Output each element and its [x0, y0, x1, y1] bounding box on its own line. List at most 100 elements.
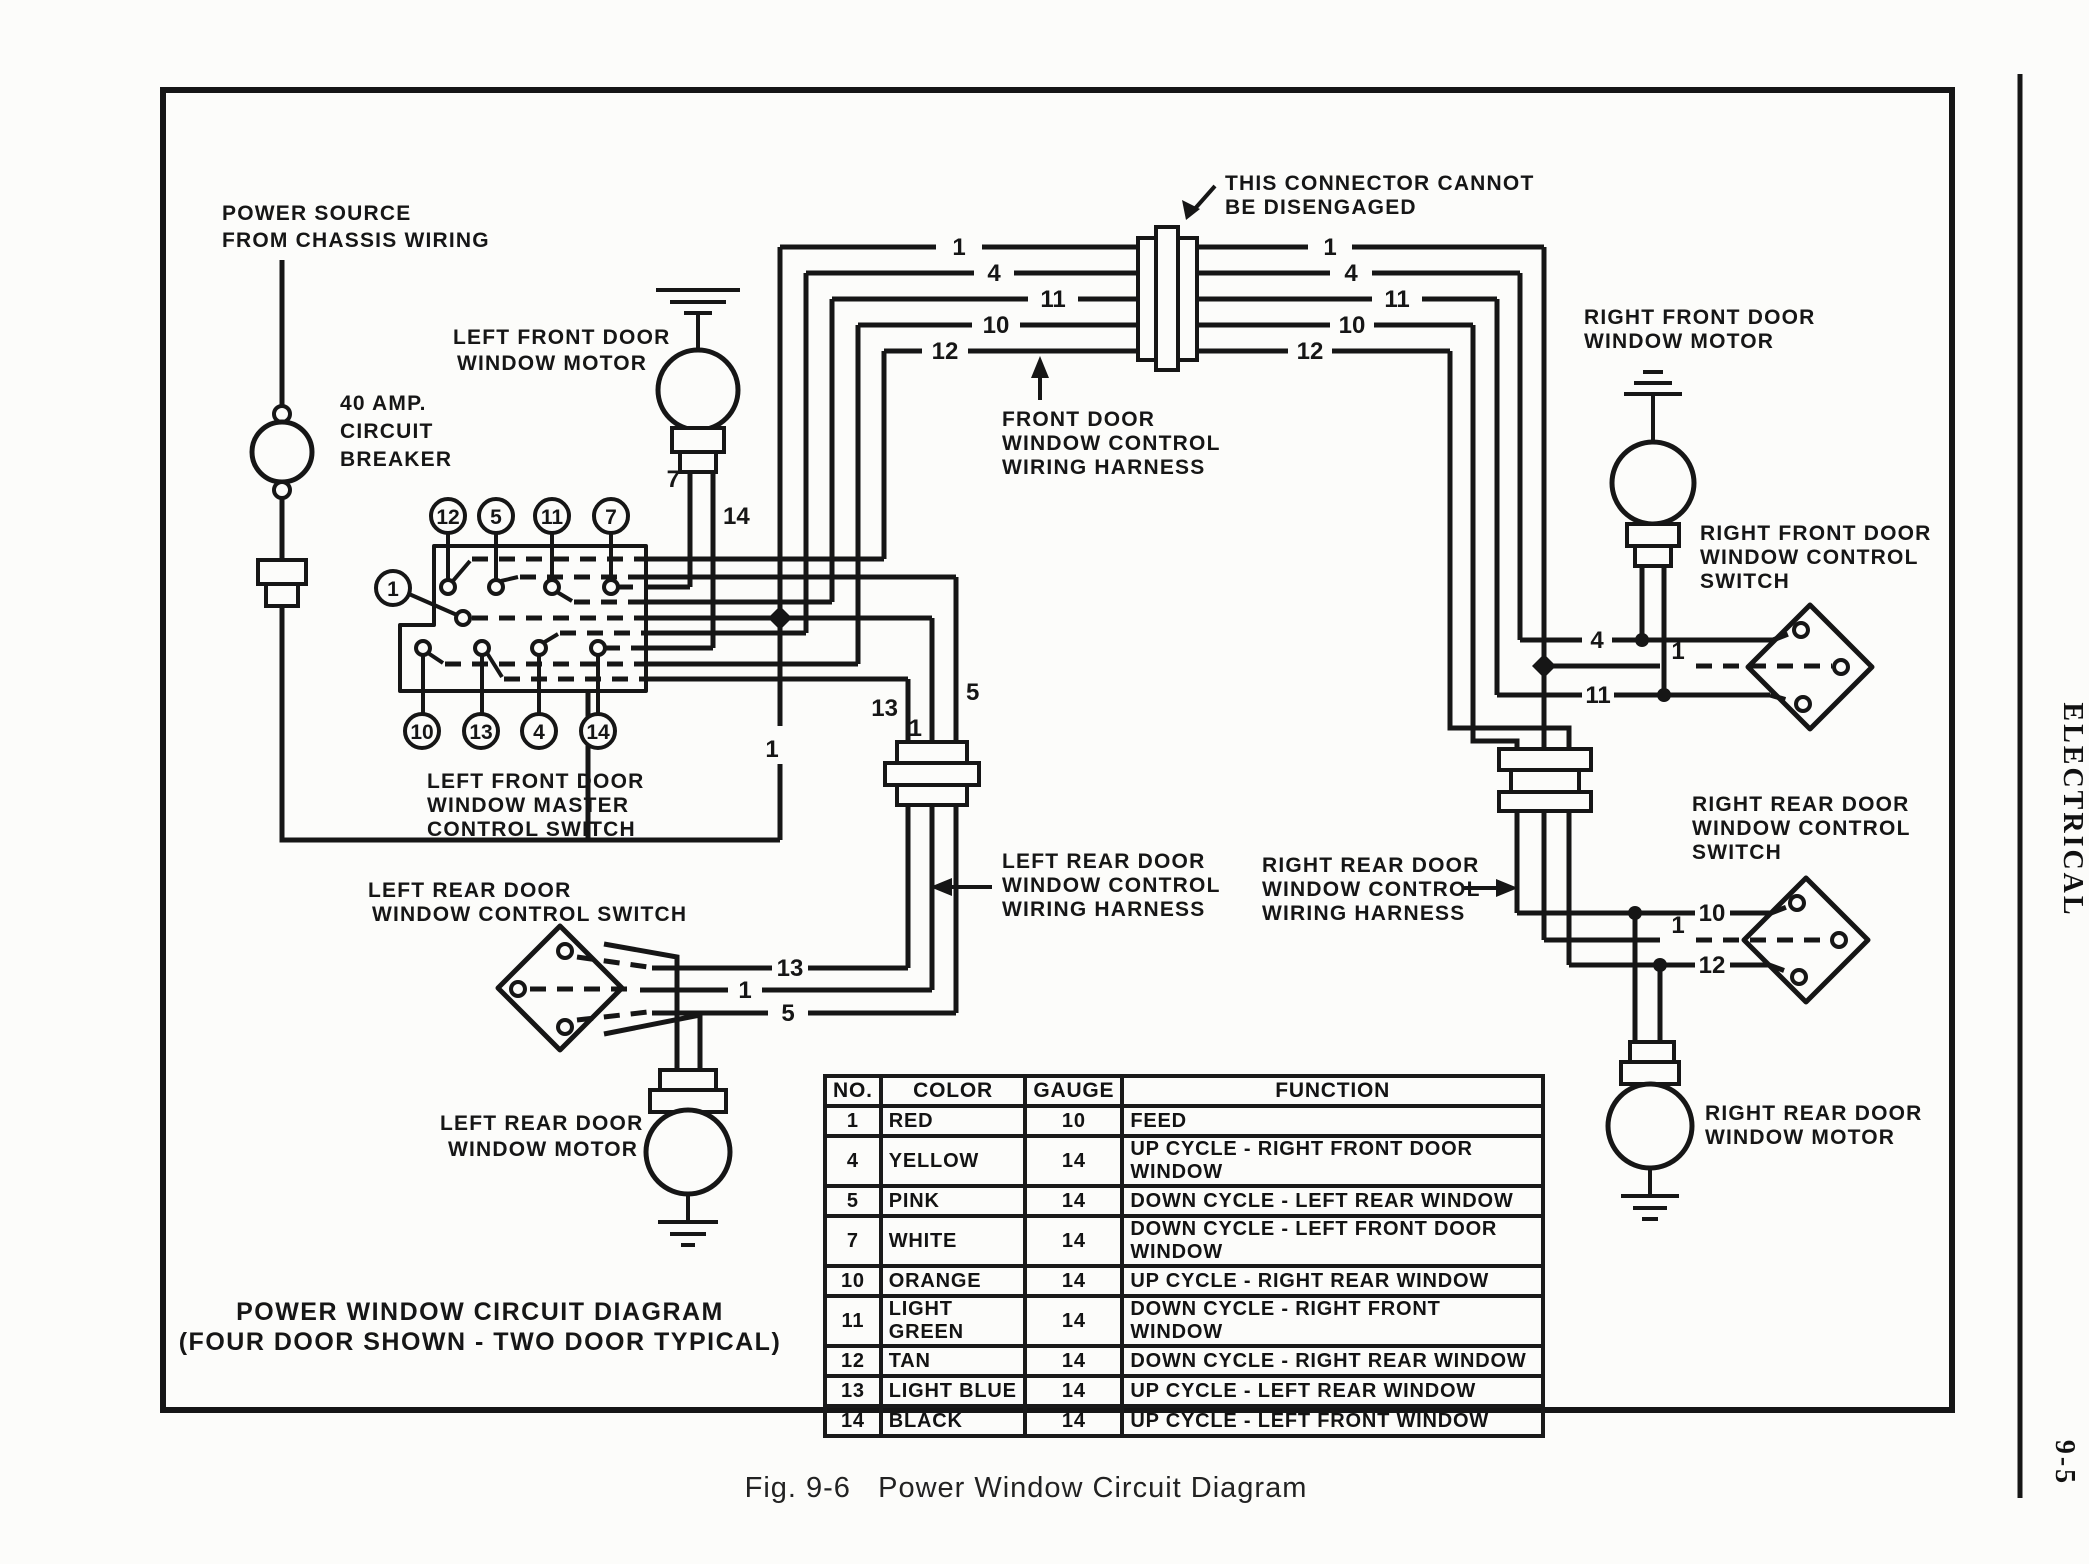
wire-12-row-label: 12: [1699, 952, 1726, 979]
rf-motor-label-2: WINDOW MOTOR: [1584, 330, 1774, 353]
wire-5-row-label: 5: [781, 1000, 794, 1027]
terminal-badge-13: 13: [462, 712, 500, 750]
cell-color: TAN: [878, 1344, 1028, 1378]
rf-motor-label: RIGHT FRONT DOOR: [1584, 306, 1816, 329]
junction-dot: [1635, 633, 1649, 647]
cell-no: 5: [823, 1184, 883, 1218]
col-header-no: NO.: [823, 1074, 883, 1108]
arrow-up-icon: [1031, 356, 1049, 378]
cell-function: UP CYCLE - RIGHT REAR WINDOW: [1120, 1264, 1545, 1298]
lr-harness-label: LEFT REAR DOOR: [1002, 850, 1205, 873]
rr-switch-label-2: WINDOW CONTROL: [1692, 817, 1911, 840]
svg-text:13: 13: [469, 721, 492, 744]
motor-icon: [1605, 1081, 1695, 1171]
connector-note: THIS CONNECTOR CANNOT: [1225, 172, 1534, 195]
cell-gauge: 14: [1023, 1214, 1125, 1268]
svg-text:1: 1: [387, 578, 399, 601]
rf-switch-label-2: WINDOW CONTROL: [1700, 546, 1919, 569]
cell-no: 12: [823, 1344, 883, 1378]
wire-10-label-left: 10: [983, 312, 1010, 339]
figure-caption: Fig. 9-6 Power Window Circuit Diagram: [745, 1472, 1308, 1504]
cell-function: DOWN CYCLE - RIGHT REAR WINDOW: [1120, 1344, 1545, 1378]
wire-14-label: 14: [723, 503, 750, 530]
rr-motor-label: RIGHT REAR DOOR: [1705, 1102, 1923, 1125]
master-switch-label: LEFT FRONT DOOR: [427, 770, 644, 793]
cell-gauge: 14: [1023, 1374, 1125, 1408]
svg-text:7: 7: [605, 506, 617, 529]
wire-7-label: 7: [667, 466, 680, 493]
bus-wires: 1 1 4 11 10 12 1 4 11 10 12: [646, 234, 1544, 840]
motor-icon: [643, 1107, 733, 1197]
cell-gauge: 14: [1023, 1344, 1125, 1378]
svg-text:12: 12: [436, 506, 459, 529]
wire-11-row-label: 11: [1585, 682, 1610, 709]
front-harness-note: FRONT DOOR WINDOW CONTROL WIRING HARNESS: [1002, 356, 1221, 479]
svg-text:5: 5: [490, 506, 502, 529]
lf-motor-label: LEFT FRONT DOOR: [453, 326, 670, 349]
power-source-label-2: FROM CHASSIS WIRING: [222, 229, 490, 252]
lr-harness-note: LEFT REAR DOOR WINDOW CONTROL WIRING HAR…: [930, 850, 1219, 921]
terminal-badge-1: 1: [374, 569, 458, 617]
ground-icon: [656, 288, 740, 350]
cell-color: BLACK: [878, 1404, 1028, 1438]
cell-no: 11: [823, 1294, 883, 1348]
cell-gauge: 14: [1023, 1264, 1125, 1298]
lr-switch-label: LEFT REAR DOOR: [368, 879, 571, 902]
motor-icon: [655, 347, 741, 433]
top-connector: THIS CONNECTOR CANNOT BE DISENGAGED: [1136, 172, 1534, 372]
cell-function: DOWN CYCLE - RIGHT FRONT WINDOW: [1120, 1294, 1545, 1348]
front-harness-label-3: WIRING HARNESS: [1002, 456, 1205, 479]
section-tab-label: ELECTRICAL: [2057, 702, 2088, 917]
rr-motor: RIGHT REAR DOOR WINDOW MOTOR: [1605, 913, 1923, 1221]
arrow-left-icon: [930, 878, 952, 896]
wire-1-drop-label: 1: [909, 715, 922, 742]
wire-11-label-right: 11: [1384, 286, 1409, 313]
rf-motor: RIGHT FRONT DOOR WINDOW MOTOR: [1584, 306, 1816, 695]
front-harness-label-2: WINDOW CONTROL: [1002, 432, 1221, 455]
lr-switch: LEFT REAR DOOR WINDOW CONTROL SWITCH: [368, 879, 703, 1070]
cell-color: LIGHT BLUE: [878, 1374, 1028, 1408]
wire-13-row-label: 13: [777, 955, 804, 982]
terminal-badge-5: 5: [477, 497, 515, 535]
cell-no: 4: [823, 1134, 883, 1188]
col-header-gauge: GAUGE: [1023, 1074, 1125, 1108]
wire-10-row-label: 10: [1699, 900, 1726, 927]
wire-5-drop-label: 5: [966, 679, 979, 706]
cell-no: 7: [823, 1214, 883, 1268]
wire-1-riser-label: 1: [765, 736, 778, 763]
wire-11-label-left: 11: [1040, 286, 1065, 313]
breaker-label-3: BREAKER: [340, 448, 452, 471]
inline-connector-icon: [256, 558, 308, 608]
cell-color: WHITE: [878, 1214, 1028, 1268]
terminal-badge-4: 4: [520, 712, 558, 750]
wire-1-label-right: 1: [1323, 234, 1336, 261]
right-risers: [1447, 247, 1572, 749]
power-source: POWER SOURCE FROM CHASSIS WIRING: [222, 202, 490, 406]
wire-1-row-label: 1: [1671, 638, 1684, 665]
lr-motor: LEFT REAR DOOR WINDOW MOTOR: [440, 1068, 733, 1247]
cell-gauge: 14: [1023, 1294, 1125, 1348]
front-harness-label: FRONT DOOR: [1002, 408, 1155, 431]
master-switch-label-2: WINDOW MASTER: [427, 794, 629, 817]
cell-function: DOWN CYCLE - LEFT REAR WINDOW: [1120, 1184, 1545, 1218]
breaker-label-2: CIRCUIT: [340, 420, 434, 443]
wire-4-row-label: 4: [1590, 627, 1604, 654]
lr-branch: 13 1 5 13 1 5: [640, 577, 981, 1027]
cell-gauge: 14: [1023, 1134, 1125, 1188]
svg-text:4: 4: [533, 721, 545, 744]
ground-icon: [1624, 370, 1682, 442]
cell-color: ORANGE: [878, 1264, 1028, 1298]
col-header-function: FUNCTION: [1120, 1074, 1545, 1108]
col-header-color: COLOR: [878, 1074, 1028, 1108]
rr-switch-label-3: SWITCH: [1692, 841, 1782, 864]
lr-switch-label-2: WINDOW CONTROL SWITCH: [372, 903, 687, 926]
rr-harness-label: RIGHT REAR DOOR: [1262, 854, 1480, 877]
cell-no: 10: [823, 1264, 883, 1298]
wire-10-label-right: 10: [1339, 312, 1366, 339]
